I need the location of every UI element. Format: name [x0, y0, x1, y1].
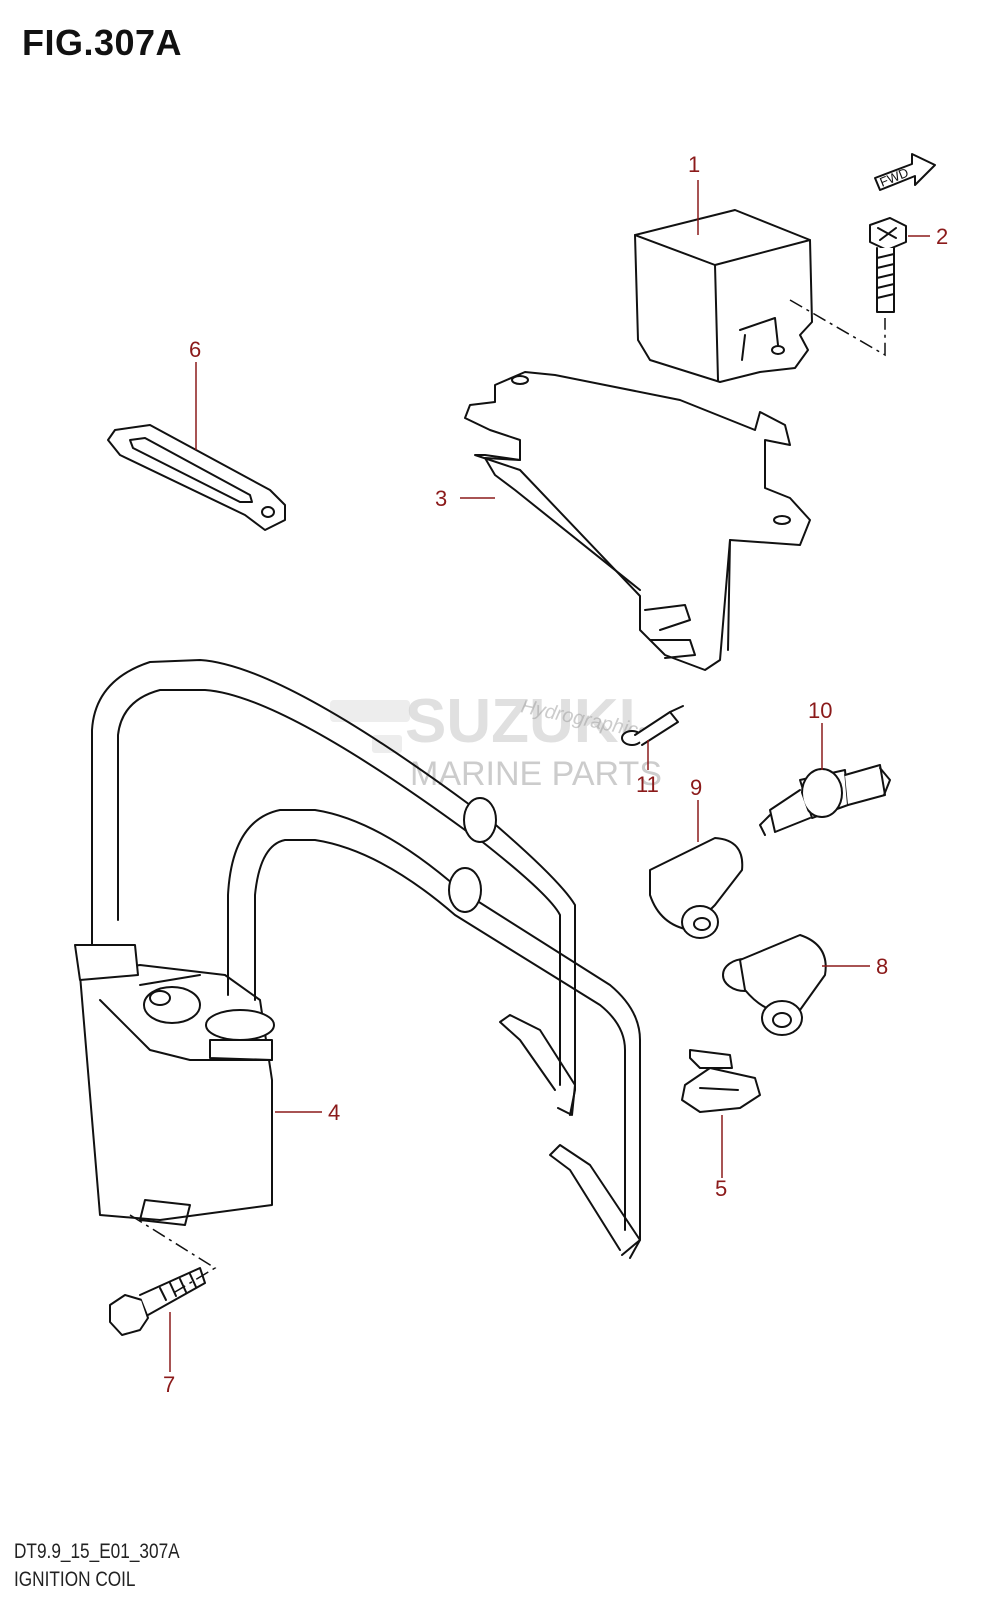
callout-5: 5	[715, 1176, 727, 1201]
plug-cap-9	[649, 837, 744, 939]
svg-text:MARINE PARTS: MARINE PARTS	[410, 755, 662, 793]
leader-lines	[169, 180, 930, 1372]
spark-plug	[759, 764, 891, 836]
bolt-2	[869, 217, 907, 313]
callout-9: 9	[690, 775, 702, 800]
ignition-coil	[74, 659, 641, 1259]
terminal-11	[621, 705, 684, 746]
ignition-module	[634, 209, 813, 383]
callout-1: 1	[688, 152, 700, 177]
callout-3: 3	[435, 486, 447, 511]
mounting-bracket	[464, 371, 811, 671]
clamp-strap	[107, 424, 286, 531]
bolt-7	[109, 1267, 206, 1336]
callout-11: 11	[636, 772, 659, 797]
callout-7: 7	[163, 1372, 175, 1397]
plug-cap-8	[722, 934, 827, 1036]
figure-name: IGNITION COIL	[14, 1568, 136, 1591]
figure-title: FIG.307A	[22, 22, 183, 63]
callout-6: 6	[189, 337, 201, 362]
callout-4: 4	[328, 1100, 340, 1125]
callout-10: 10	[808, 698, 832, 723]
callout-2: 2	[936, 224, 948, 249]
callout-labels: 1 2 3 4 5 6 7 8 9 10 11	[163, 152, 948, 1397]
svg-text:SUZUKI: SUZUKI	[405, 687, 636, 756]
fwd-arrow-icon: FWD	[874, 153, 936, 191]
wire-clip	[681, 1049, 761, 1113]
figure-code: DT9.9_15_E01_307A	[14, 1540, 180, 1563]
watermark: SUZUKI MARINE PARTS Hydrographics	[330, 687, 662, 793]
svg-text:FWD: FWD	[878, 165, 911, 190]
callout-8: 8	[876, 954, 888, 979]
